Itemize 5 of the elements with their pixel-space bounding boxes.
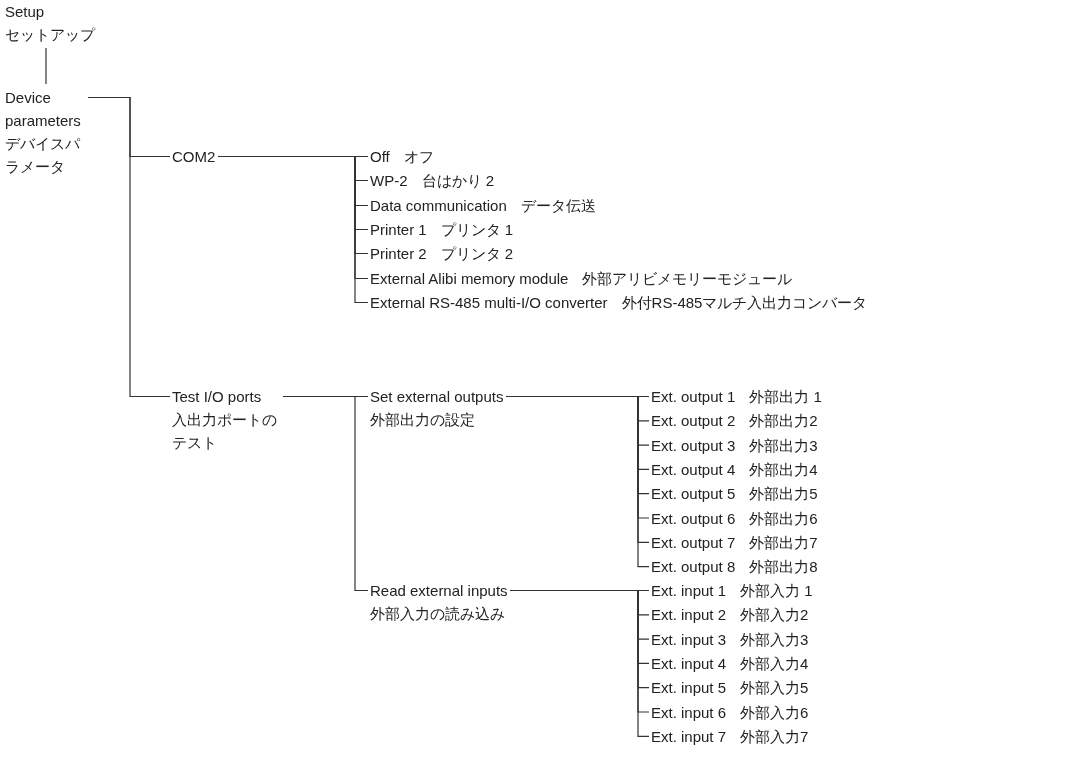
connector-line bbox=[510, 589, 650, 737]
connector-line bbox=[282, 395, 369, 592]
connector-line bbox=[217, 155, 369, 304]
connector-line bbox=[45, 47, 47, 85]
connector-line bbox=[87, 96, 171, 398]
